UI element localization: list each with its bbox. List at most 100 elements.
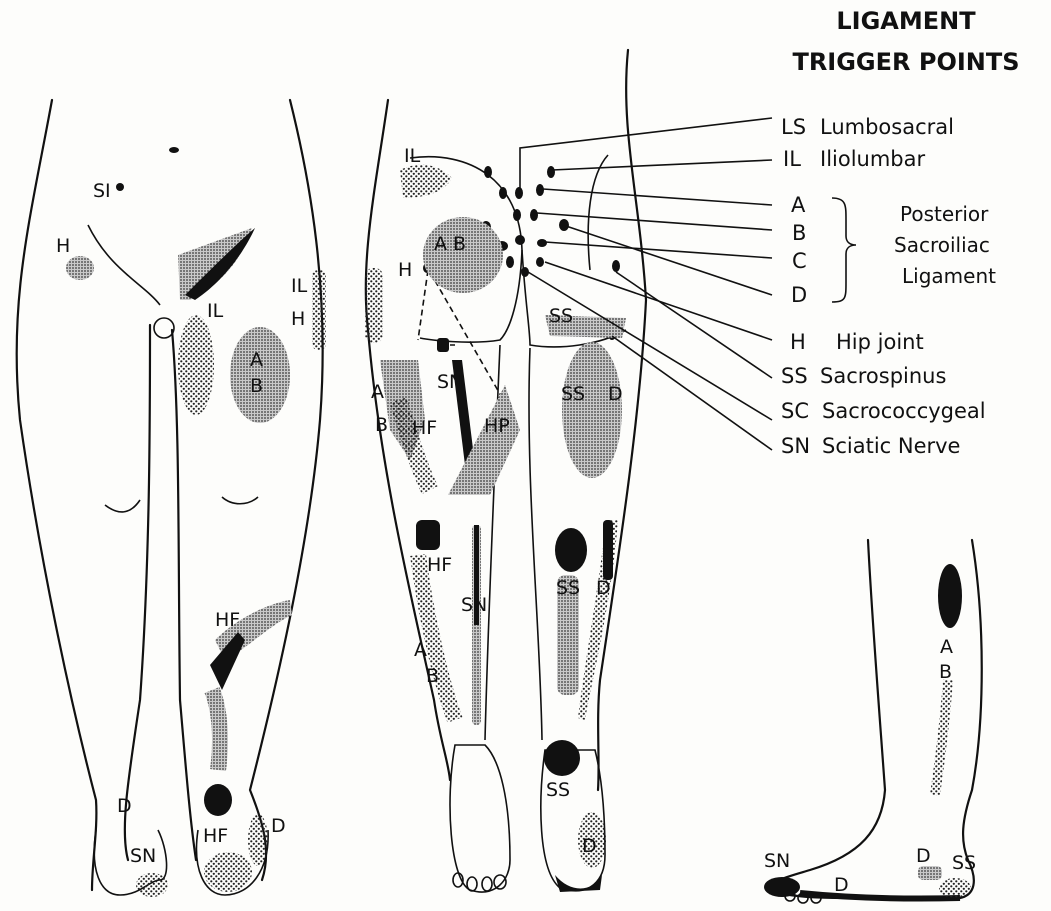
back-label-h: H	[398, 259, 412, 281]
leader-d	[566, 226, 772, 295]
back-h-dashed-1	[418, 270, 428, 340]
back-ss-d-thigh-area	[562, 342, 622, 478]
front-view: SI H IL IL H A B HF D SN HF D	[17, 100, 326, 897]
front-genital-outline	[154, 318, 174, 338]
front-label-hf-calf: HF	[215, 609, 240, 631]
back-spine-curve	[588, 155, 608, 270]
legend-name-ls: Lumbosacral	[820, 115, 954, 139]
legend-abbr-sn: SN	[781, 434, 810, 458]
front-label-il-side: IL	[291, 275, 308, 297]
front-label-il-groin: IL	[207, 300, 224, 322]
legend-abbr-ss: SS	[781, 364, 808, 388]
back-label-hf-thigh: HF	[412, 417, 437, 439]
side-label-sn: SN	[764, 850, 790, 872]
side-d-ankle-area	[918, 866, 942, 880]
front-label-sn-foot: SN	[130, 845, 156, 867]
front-label-b: B	[250, 375, 263, 397]
back-left-hip-stipple	[365, 268, 383, 343]
side-ab-dark	[938, 564, 962, 628]
front-groin-left	[125, 325, 150, 860]
front-il-h-side-area	[312, 270, 326, 350]
back-heel-dark	[555, 875, 602, 892]
legend-abbr-c: C	[792, 249, 807, 273]
legend-group-line-2: Sacroiliac	[894, 233, 990, 257]
back-label-hp: HP	[484, 415, 510, 437]
front-label-d-left-foot: D	[117, 795, 132, 817]
title-line-2: TRIGGER POINTS	[792, 48, 1019, 76]
front-label-si: SI	[93, 180, 111, 202]
front-d-right-foot-area	[248, 814, 268, 866]
front-sn-foot-area	[136, 873, 168, 897]
front-knee-left	[105, 500, 140, 512]
back-left-heel	[450, 745, 510, 892]
back-label-d-calf: D	[596, 577, 611, 599]
back-label-a-thigh: A	[371, 381, 384, 403]
side-ab-stripe	[935, 680, 948, 795]
front-right-leg-outline	[250, 100, 323, 880]
side-label-ss: SS	[952, 852, 976, 874]
back-il-area	[400, 165, 452, 198]
legend-abbr-ls: LS	[781, 115, 806, 139]
side-label-a: A	[940, 636, 953, 658]
side-view: A B SN D SS D	[764, 540, 982, 903]
front-h-area	[66, 256, 94, 280]
legend-name-sn: Sciatic Nerve	[822, 434, 960, 458]
leader-sn	[612, 336, 772, 450]
legend-abbr-a: A	[791, 193, 806, 217]
front-hf-foot-area	[204, 852, 252, 892]
side-label-d-ankle: D	[916, 845, 931, 867]
leader-c	[545, 242, 772, 258]
legend-name-ss: Sacrospinus	[820, 364, 946, 388]
back-left-toes	[453, 873, 506, 891]
legend-abbr-h: H	[790, 330, 806, 354]
legend: LS Lumbosacral IL Iliolumbar A B C D Pos…	[781, 115, 996, 458]
front-hf-calf-stripe	[212, 690, 220, 770]
side-leg-back-outline	[768, 540, 885, 890]
leader-a	[543, 189, 772, 205]
front-inguinal-line	[88, 225, 160, 305]
title-line-1: LIGAMENT	[836, 7, 976, 35]
legend-group-line-1: Posterior	[900, 202, 989, 226]
back-inner-right-leg	[529, 348, 542, 740]
legend-abbr-d: D	[791, 283, 807, 307]
back-label-ss-calf: SS	[556, 577, 580, 599]
side-sole-dark	[800, 893, 960, 899]
front-il-groin-area	[178, 228, 252, 300]
bracket	[832, 198, 856, 302]
back-ab-area	[423, 217, 503, 293]
legend-abbr-b: B	[792, 221, 806, 245]
front-label-h-side: H	[291, 308, 305, 330]
legend-group-line-3: Ligament	[902, 264, 996, 288]
back-label-hf-calf: HF	[427, 554, 452, 576]
back-d-calf-dark	[603, 520, 613, 580]
front-label-d-right-foot: D	[271, 815, 286, 837]
leader-il	[552, 160, 772, 170]
back-label-d-thigh: D	[608, 383, 623, 405]
leader-ls	[520, 118, 772, 190]
legend-name-sc: Sacrococcygeal	[822, 399, 986, 423]
front-label-a: A	[250, 349, 263, 371]
back-label-sn-calf: SN	[461, 594, 487, 616]
back-view: IL A B H SS SN A B HF HP SS D HF SN SS D…	[365, 50, 646, 892]
back-label-ss-hip: SS	[549, 305, 573, 327]
back-hf-calf-dark	[416, 520, 440, 550]
side-label-b: B	[939, 661, 952, 683]
back-label-ab: A B	[434, 233, 466, 255]
front-hf-foot-dark	[204, 784, 232, 816]
back-label-b-thigh: B	[375, 414, 388, 436]
front-label-hf-foot: HF	[203, 825, 228, 847]
legend-abbr-il: IL	[783, 147, 801, 171]
back-hf-calf-stripe	[418, 555, 455, 720]
back-ss-heel-dark	[544, 740, 580, 776]
front-label-h: H	[56, 235, 70, 257]
back-label-a-calf: A	[414, 639, 427, 661]
back-label-b-calf: B	[426, 665, 439, 687]
back-label-ss-heel: SS	[546, 779, 570, 801]
front-si-point	[116, 183, 124, 191]
side-ss-heel-area	[939, 878, 971, 898]
back-label-il: IL	[404, 145, 421, 167]
side-label-d-sole: D	[834, 874, 849, 896]
front-knee-right	[222, 497, 258, 504]
